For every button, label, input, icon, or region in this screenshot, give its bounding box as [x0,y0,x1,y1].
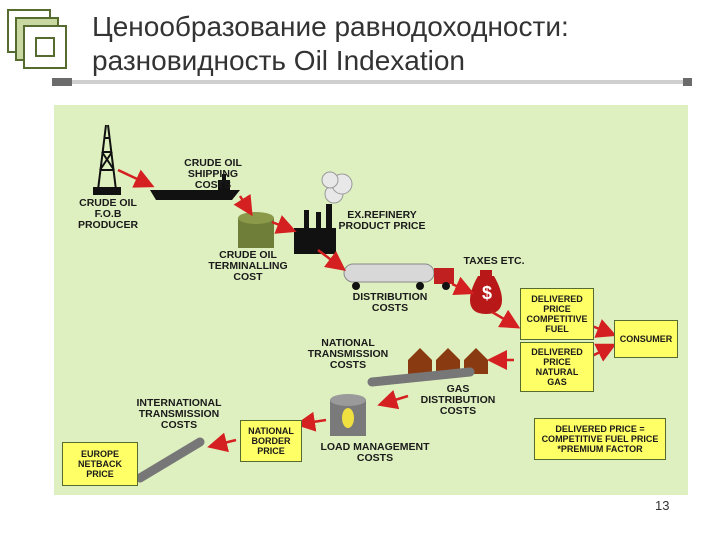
slide-logo-icon [7,9,67,69]
dollar-sign-label: $ [481,283,492,303]
terminalling-cost-label: CRUDE OIL TERMINALLING COST [208,249,288,283]
formula-box: DELIVERED PRICE = COMPETITIVE FUEL PRICE… [534,418,666,460]
national-transmission-label: NATIONAL TRANSMISSION COSTS [307,337,389,371]
tanker-ship-icon [150,174,240,200]
page-number: 13 [655,498,670,513]
consumer-box: CONSUMER [614,320,678,358]
refinery-price-label: EX.REFINERY PRODUCT PRICE [338,209,426,232]
load-management-label: LOAD MANAGEMENT COSTS [320,441,430,464]
storage-tank-icon [238,212,274,248]
flow-arrows [117,168,617,453]
pipeline-icon [135,367,475,483]
title-underline [52,80,690,84]
delivered-gas-box: DELIVERED PRICE NATURAL GAS [520,342,594,392]
crude-oil-fob-label: CRUDE OIL F.O.B PRODUCER [77,197,139,231]
gas-storage-tank-icon [330,394,366,436]
shipping-costs-label: CRUDE OIL SHIPPING COSTS [184,157,242,191]
delivered-fuel-box: DELIVERED PRICE COMPETITIVE FUEL [520,288,594,340]
slide-title: Ценообразование равнодоходности: разнови… [92,11,569,76]
gas-distribution-label: GAS DISTRIBUTION COSTS [420,383,496,417]
national-border-box: NATIONAL BORDER PRICE [240,420,302,462]
refinery-icon [294,171,353,254]
tanker-truck-icon [343,263,454,290]
money-bag-icon [470,270,502,314]
title-underline-accent [52,78,72,86]
oil-derrick-icon [93,124,121,195]
europe-netback-box: EUROPE NETBACK PRICE [62,442,138,486]
title-underline-accent-right [683,78,692,86]
distribution-costs-label: DISTRIBUTION COSTS [352,291,428,314]
houses-icon [408,348,488,374]
taxes-label: TAXES ETC. [463,255,525,267]
international-transmission-label: INTERNATIONAL TRANSMISSION COSTS [136,397,222,431]
